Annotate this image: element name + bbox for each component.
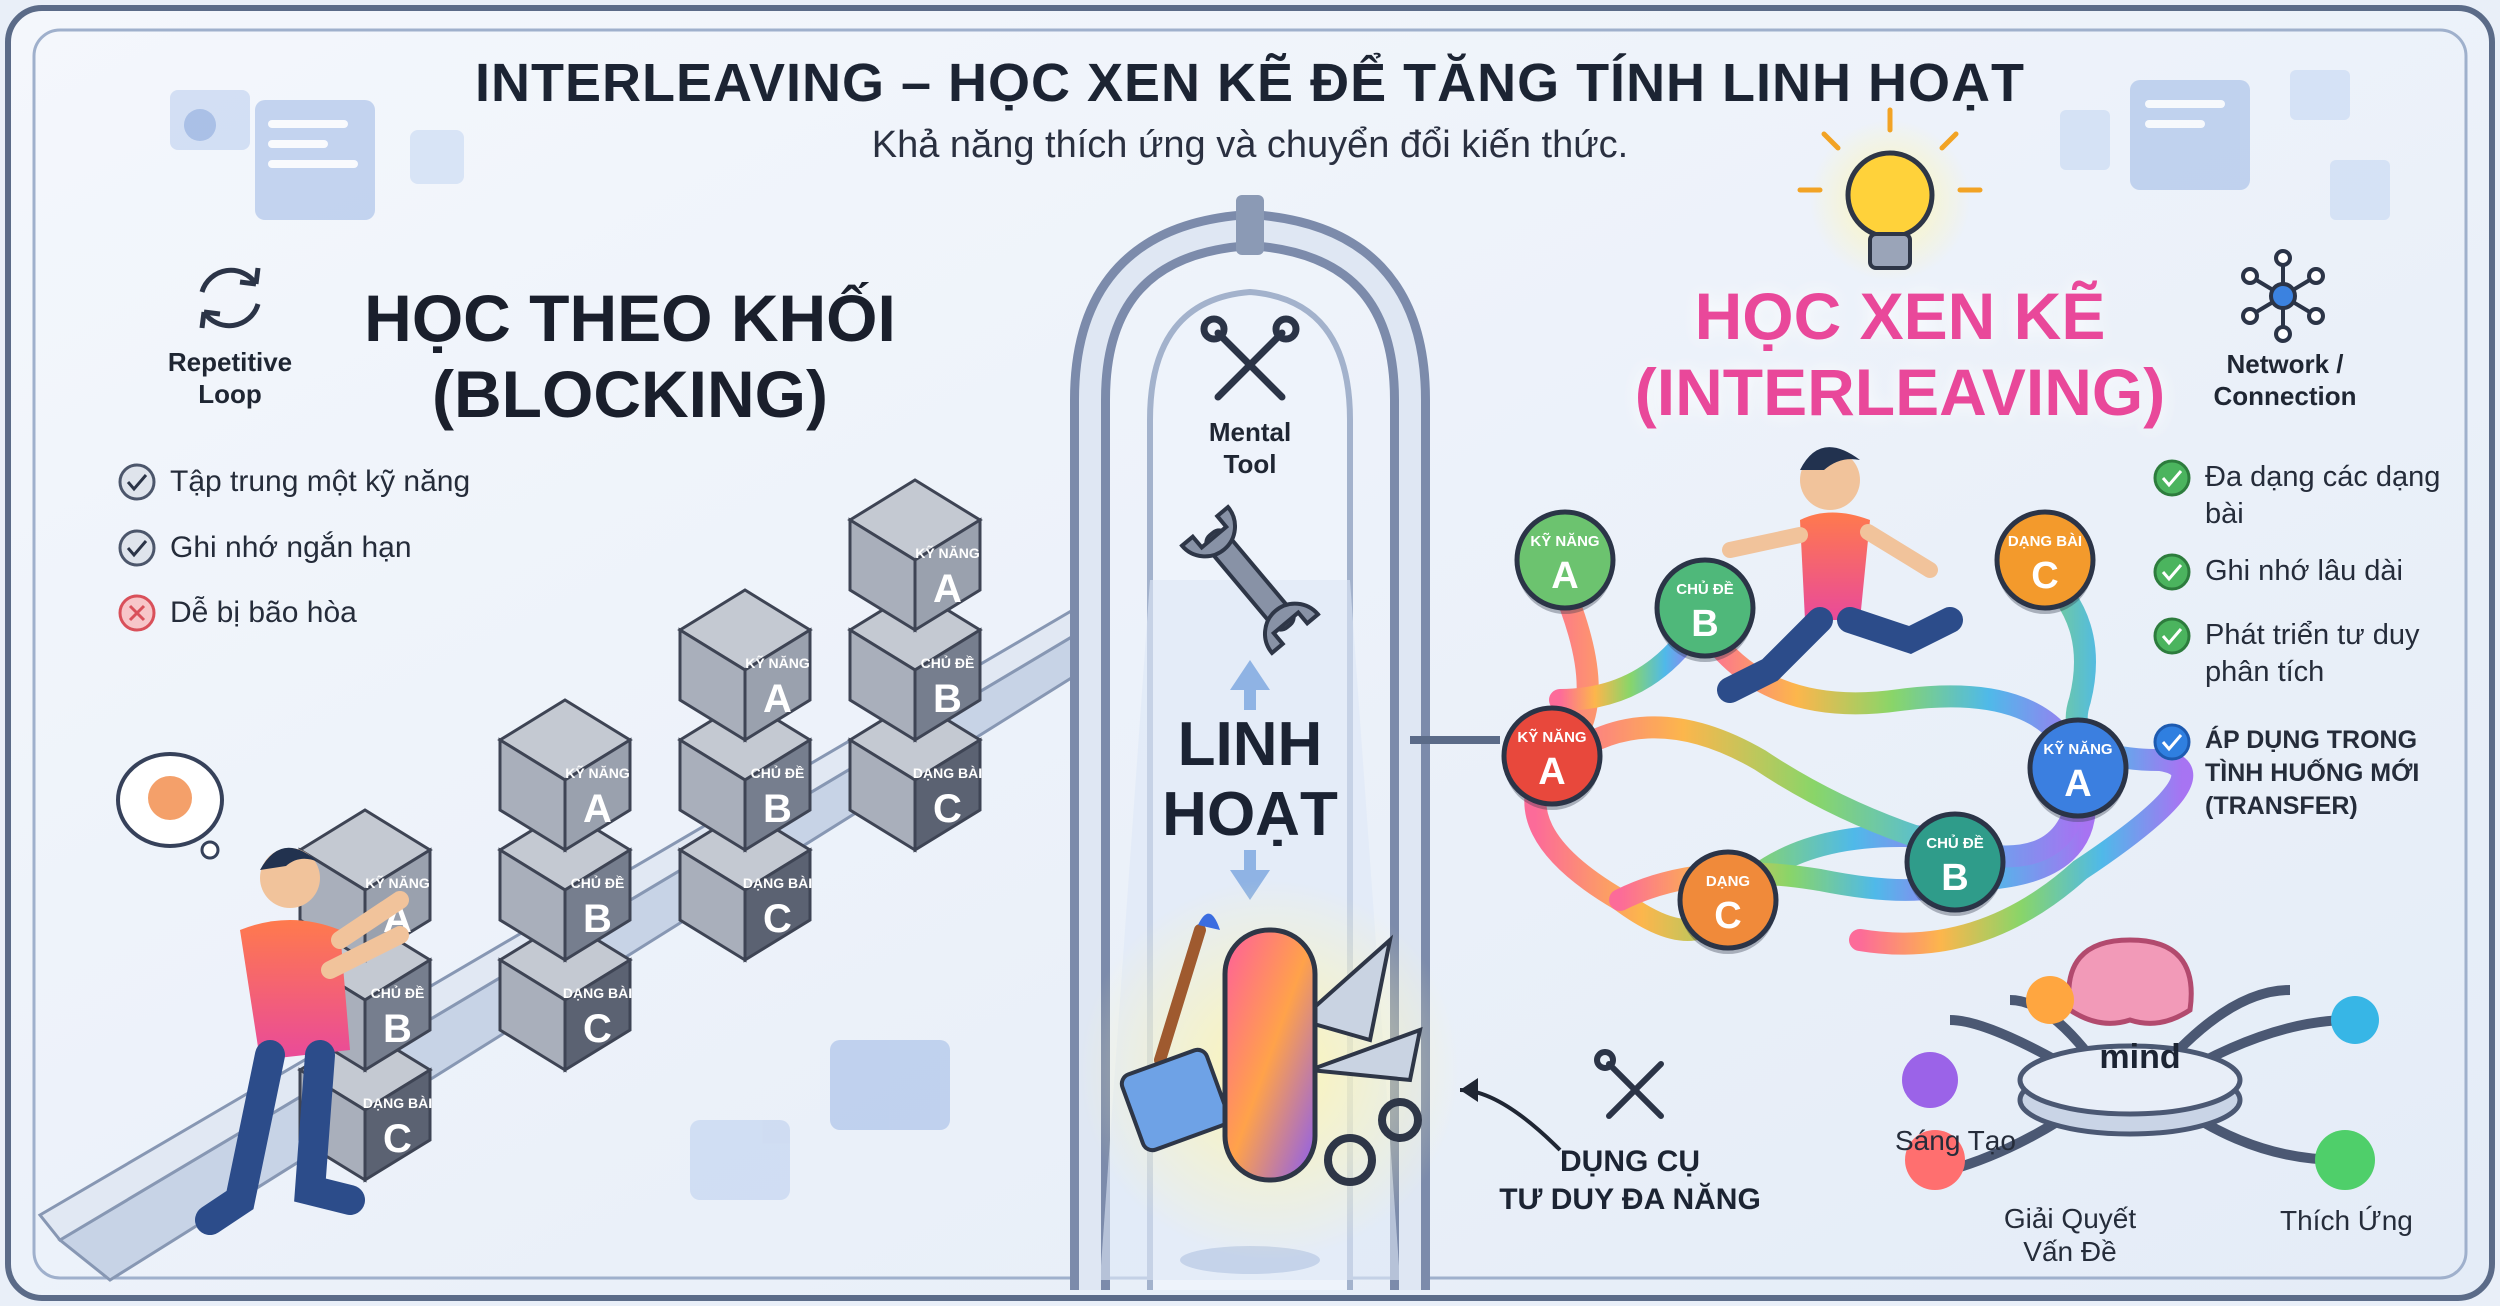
block-label: KỸ NĂNG	[745, 654, 810, 671]
page-title: INTERLEAVING – HỌC XEN KẼ ĐỂ TĂNG TÍNH L…	[474, 53, 2026, 113]
block-label: DẠNG BÀI	[563, 985, 632, 1001]
block-label: CHỦ ĐỀ	[921, 654, 975, 671]
block-letter: C	[763, 897, 792, 941]
mind-label: mind	[2099, 1038, 2181, 1076]
tools-icon	[1594, 1049, 1664, 1119]
person-running	[1717, 447, 1963, 703]
interleaving-item: Ghi nhớ lâu dài	[2205, 555, 2403, 587]
decor-panels	[170, 70, 2390, 1200]
multi-tool-caption: DỤNG CỤ TƯ DUY ĐA NĂNG	[1499, 1145, 1761, 1216]
mind-hub	[1902, 937, 2379, 1190]
right-checklist-icons	[2153, 459, 2191, 761]
repetitive-loop-label: Repetitive Loop	[167, 347, 293, 409]
mental-tool-label: Mental Tool	[1208, 417, 1292, 479]
wrench-icon	[1179, 504, 1321, 656]
block-letter: A	[933, 567, 962, 611]
interleaving-item: Đa dạng các dạng bài	[2205, 461, 2441, 530]
interleaving-heading: HỌC XEN KẼ (INTERLEAVING)	[1634, 279, 2166, 429]
network-label: Network / Connection	[2213, 349, 2357, 411]
block-cube: DẠNG BÀI C	[847, 698, 983, 853]
block-label: CHỦ ĐỀ	[751, 764, 805, 781]
mental-tool-icon	[1200, 315, 1300, 401]
block-label: CHỦ ĐỀ	[571, 874, 625, 891]
person-pushing	[116, 752, 409, 1235]
block-letter: C	[583, 1007, 612, 1051]
block-label: KỸ NĂNG	[915, 544, 980, 561]
node-letter: B	[1691, 603, 1718, 645]
node-label: KỸ NĂNG	[1530, 532, 1599, 550]
block-cube: KỸ NĂNG A	[847, 478, 983, 633]
block-label: DẠNG BÀI	[913, 765, 982, 781]
block-letter: B	[383, 1007, 412, 1051]
block-letter: A	[763, 677, 792, 721]
node-letter: A	[2064, 763, 2091, 805]
block-label: KỸ NĂNG	[365, 874, 430, 891]
node-letter: C	[2031, 555, 2058, 597]
blocking-item: Ghi nhớ ngắn hạn	[170, 531, 412, 564]
block-cube: KỸ NĂNG A	[677, 588, 813, 743]
interleaving-node: KỸ NĂNG A	[1514, 509, 1616, 614]
mind-output-label: Giải Quyết Vấn Đề	[2003, 1203, 2137, 1267]
block-label: DẠNG BÀI	[363, 1095, 432, 1111]
interleaving-item-transfer: ÁP DỤNG TRONG TÌNH HUỐNG MỚI (TRANSFER)	[2205, 726, 2420, 820]
node-letter: A	[1538, 751, 1565, 793]
page-subtitle: Khả năng thích ứng và chuyển đổi kiến th…	[871, 124, 1629, 166]
repetitive-loop-icon	[199, 267, 261, 329]
node-letter: C	[1714, 895, 1741, 937]
block-label: DẠNG BÀI	[743, 875, 812, 891]
interleaving-node: DẠNG C	[1677, 849, 1779, 954]
node-letter: B	[1941, 857, 1968, 899]
interleaving-node: DẠNG BÀI C	[1994, 509, 2096, 614]
interleaving-node: KỸ NĂNG A	[2027, 717, 2129, 822]
node-label: CHỦ ĐỀ	[1926, 834, 1984, 852]
block-letter: B	[933, 677, 962, 721]
interleaving-node: KỸ NĂNG A	[1501, 705, 1603, 810]
node-label: KỸ NĂNG	[2043, 740, 2112, 758]
network-icon	[2241, 249, 2325, 343]
block-letter: A	[583, 787, 612, 831]
block-cube: KỸ NĂNG A	[497, 698, 633, 853]
node-label: DẠNG BÀI	[2008, 533, 2082, 550]
blocking-item: Dễ bị bão hòa	[170, 596, 357, 629]
multi-tool-icon	[1080, 880, 1460, 1260]
flex-arrows	[1230, 660, 1270, 900]
interleaving-node: CHỦ ĐỀ B	[1654, 557, 1756, 662]
interleaving-item: Phát triển tư duy phân tích	[2205, 619, 2420, 688]
node-label: DẠNG	[1706, 873, 1750, 890]
block-letter: C	[383, 1117, 412, 1161]
interleaving-paths	[1524, 559, 2194, 955]
interleaving-nodes: KỸ NĂNG A CHỦ ĐỀ B DẠNG BÀI C KỸ NĂNG A KỸ NĂNG A…	[1501, 509, 2129, 954]
interleaving-node: CHỦ ĐỀ B	[1904, 811, 2006, 916]
block-label: CHỦ ĐỀ	[371, 984, 425, 1001]
node-letter: A	[1551, 555, 1578, 597]
node-label: KỸ NĂNG	[1517, 728, 1586, 746]
flexibility-label: LINH HOẠT	[1162, 710, 1338, 849]
block-stacks: DẠNG BÀI C CHỦ ĐỀ B KỸ NĂNG A DẠNG BÀI C CHỦ ĐỀ B…	[297, 478, 983, 1183]
mind-output-label: Thích Ứng	[2280, 1205, 2413, 1236]
block-letter: B	[583, 897, 612, 941]
left-checklist-icons	[118, 463, 156, 632]
blocking-heading: HỌC THEO KHỐI (BLOCKING)	[364, 281, 896, 431]
blocking-item: Tập trung một kỹ năng	[170, 465, 471, 498]
block-label: KỸ NĂNG	[565, 764, 630, 781]
block-letter: C	[933, 787, 962, 831]
light-bulb-icon	[1797, 107, 1983, 280]
mind-output-label: Sáng Tạo	[1895, 1125, 2016, 1156]
node-label: CHỦ ĐỀ	[1676, 580, 1734, 598]
block-letter: B	[763, 787, 792, 831]
